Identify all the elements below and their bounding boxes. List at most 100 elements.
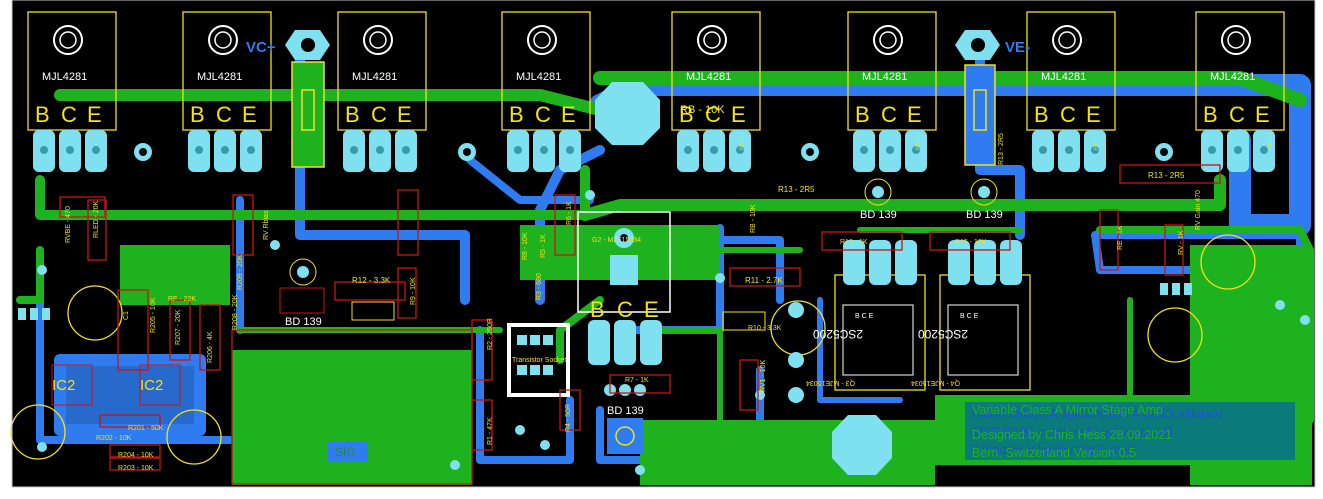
- center-pin-c: C: [617, 297, 633, 322]
- transistor-mount-hole: [1221, 25, 1251, 55]
- resistor-label: RE 0.1: [916, 131, 922, 150]
- transistor-pin-b: B: [509, 102, 524, 127]
- credits-normal-1: Variable Class A Mirror Stage Amp: [972, 403, 1163, 417]
- driver-pad: [869, 240, 891, 285]
- resistor-label: R13 - 2R5: [778, 185, 815, 194]
- transistor-pin-b: B: [1034, 102, 1049, 127]
- transistor-pad-drill: [376, 146, 384, 154]
- bd139-label-1: BD 139: [285, 316, 322, 328]
- transistor-pin-c: C: [535, 102, 551, 127]
- resistor-label: RVBE - 470: [65, 206, 72, 243]
- resistor-label: R205 - 10K: [150, 297, 157, 333]
- driver-pad: [1000, 240, 1022, 285]
- transistor-label: MJL4281: [862, 71, 907, 83]
- capacitors: [10, 234, 1256, 465]
- resistor-label: R204 - 10K: [118, 452, 154, 459]
- transistor-pad-drill: [1260, 146, 1268, 154]
- resistor-label: R4 - 50R: [565, 404, 572, 432]
- transistor-pad-drill: [402, 146, 410, 154]
- transistor-pad-drill: [1091, 146, 1099, 154]
- board-outline: [11, 0, 1316, 488]
- transistor-pin-c: C: [1060, 102, 1076, 127]
- transistor-mount-hole: [527, 25, 557, 55]
- ic2-label-2: IC2: [140, 377, 163, 394]
- transistor-pin-b: B: [855, 102, 870, 127]
- center-pin-e: E: [644, 297, 659, 322]
- socket-label: Transistor Socket: [512, 357, 566, 364]
- transistor-mount-hole-inner: [1227, 31, 1245, 49]
- resistor-label: R201 - 50K: [128, 425, 164, 432]
- potentiometers: [18, 283, 1192, 403]
- resistor-label: RV Gain 470: [1195, 190, 1202, 230]
- transistor-mount-hole-inner: [59, 31, 77, 49]
- resistor-label: RE 0.1: [1268, 131, 1274, 150]
- transistor-pin-c: C: [61, 102, 77, 127]
- resistor-label: RE - 1K: [1117, 225, 1124, 250]
- resistor-label: R12 - 1K: [840, 239, 868, 246]
- mounting-hole-top: [595, 82, 660, 145]
- resistor-label: RE 0.1: [740, 131, 746, 150]
- center-transistor: B C E G2 - MJE15034: [577, 211, 671, 365]
- driver-pad: [974, 240, 996, 285]
- transistor-pin-c: C: [1229, 102, 1245, 127]
- credits-mirrored-1: Variable Class A Mirror Stage Amplifier …: [972, 407, 1223, 421]
- resistor-label: R202 - 10K: [96, 435, 132, 442]
- driver-pad: [948, 240, 970, 285]
- transistor-label: MJL4281: [42, 71, 87, 83]
- transistor-pin-e: E: [242, 102, 257, 127]
- transistor-mount-hole-inner: [1058, 31, 1076, 49]
- transistor-pin-c: C: [216, 102, 232, 127]
- bd139-label-2: BD 139: [860, 209, 897, 221]
- ic2-label-1: IC2: [52, 377, 75, 394]
- transistor-pad-drill: [1234, 146, 1242, 154]
- resistor-label: R15 - 10K: [955, 239, 987, 246]
- transistor-pin-c: C: [881, 102, 897, 127]
- credits-panel: [965, 402, 1295, 460]
- ve-minus-label: VE-: [1005, 39, 1030, 56]
- ic-group: IC2 IC2: [51, 364, 181, 406]
- transistor-mount-hole: [208, 25, 238, 55]
- ic-ground-pour: [60, 356, 200, 432]
- resistor-label: R209 - 20K: [237, 254, 244, 290]
- resistor-label: R10 - 3.3K: [748, 325, 782, 332]
- transistor-pin-e: E: [731, 102, 746, 127]
- credits-normal-2: Designed by Chris Hess 28.09.2021: [972, 428, 1172, 442]
- transistor-pad-drill: [195, 146, 203, 154]
- resistor-label: R7 - 1K: [625, 377, 649, 384]
- resistor-label: R3 - 680: [536, 273, 543, 300]
- resistor-label: RB - 10K: [680, 104, 725, 116]
- transistor-pad-drill: [736, 146, 744, 154]
- resistor-label: R208 - 20K: [232, 294, 239, 330]
- transistor-mount-hole: [697, 25, 727, 55]
- sig-label: SIG: [335, 445, 356, 459]
- transistor-pad-drill: [540, 146, 548, 154]
- transistor-pad-drill: [860, 146, 868, 154]
- resistor-label: RF - 22K: [168, 296, 196, 303]
- center-pin-b: B: [590, 297, 605, 322]
- resistor-label: RV Rbias: [263, 210, 270, 240]
- bd139-4: BD 139: [604, 384, 646, 454]
- transistor-pad-drill: [1208, 146, 1216, 154]
- resistor-label: R12 - 3.3K: [352, 276, 391, 285]
- credits-normal-3: Bern, Switzerland Version 0.5: [972, 446, 1136, 460]
- bd139-3: BD 139: [966, 178, 1003, 221]
- transistor-label: MJL4281: [686, 71, 731, 83]
- transistor-mount-hole: [363, 25, 393, 55]
- resistor-label: R11 - 2.7K: [745, 276, 783, 285]
- center-ref-label: G2 - MJE15034: [592, 237, 641, 244]
- pour-left: [232, 350, 472, 485]
- transistor-pad-drill: [1039, 146, 1047, 154]
- transistor-label: MJL4281: [1041, 71, 1086, 83]
- driver-body: [842, 304, 914, 376]
- resistor-label: R5 - 1K: [540, 234, 547, 258]
- driver-label: 2SC5200: [813, 327, 863, 341]
